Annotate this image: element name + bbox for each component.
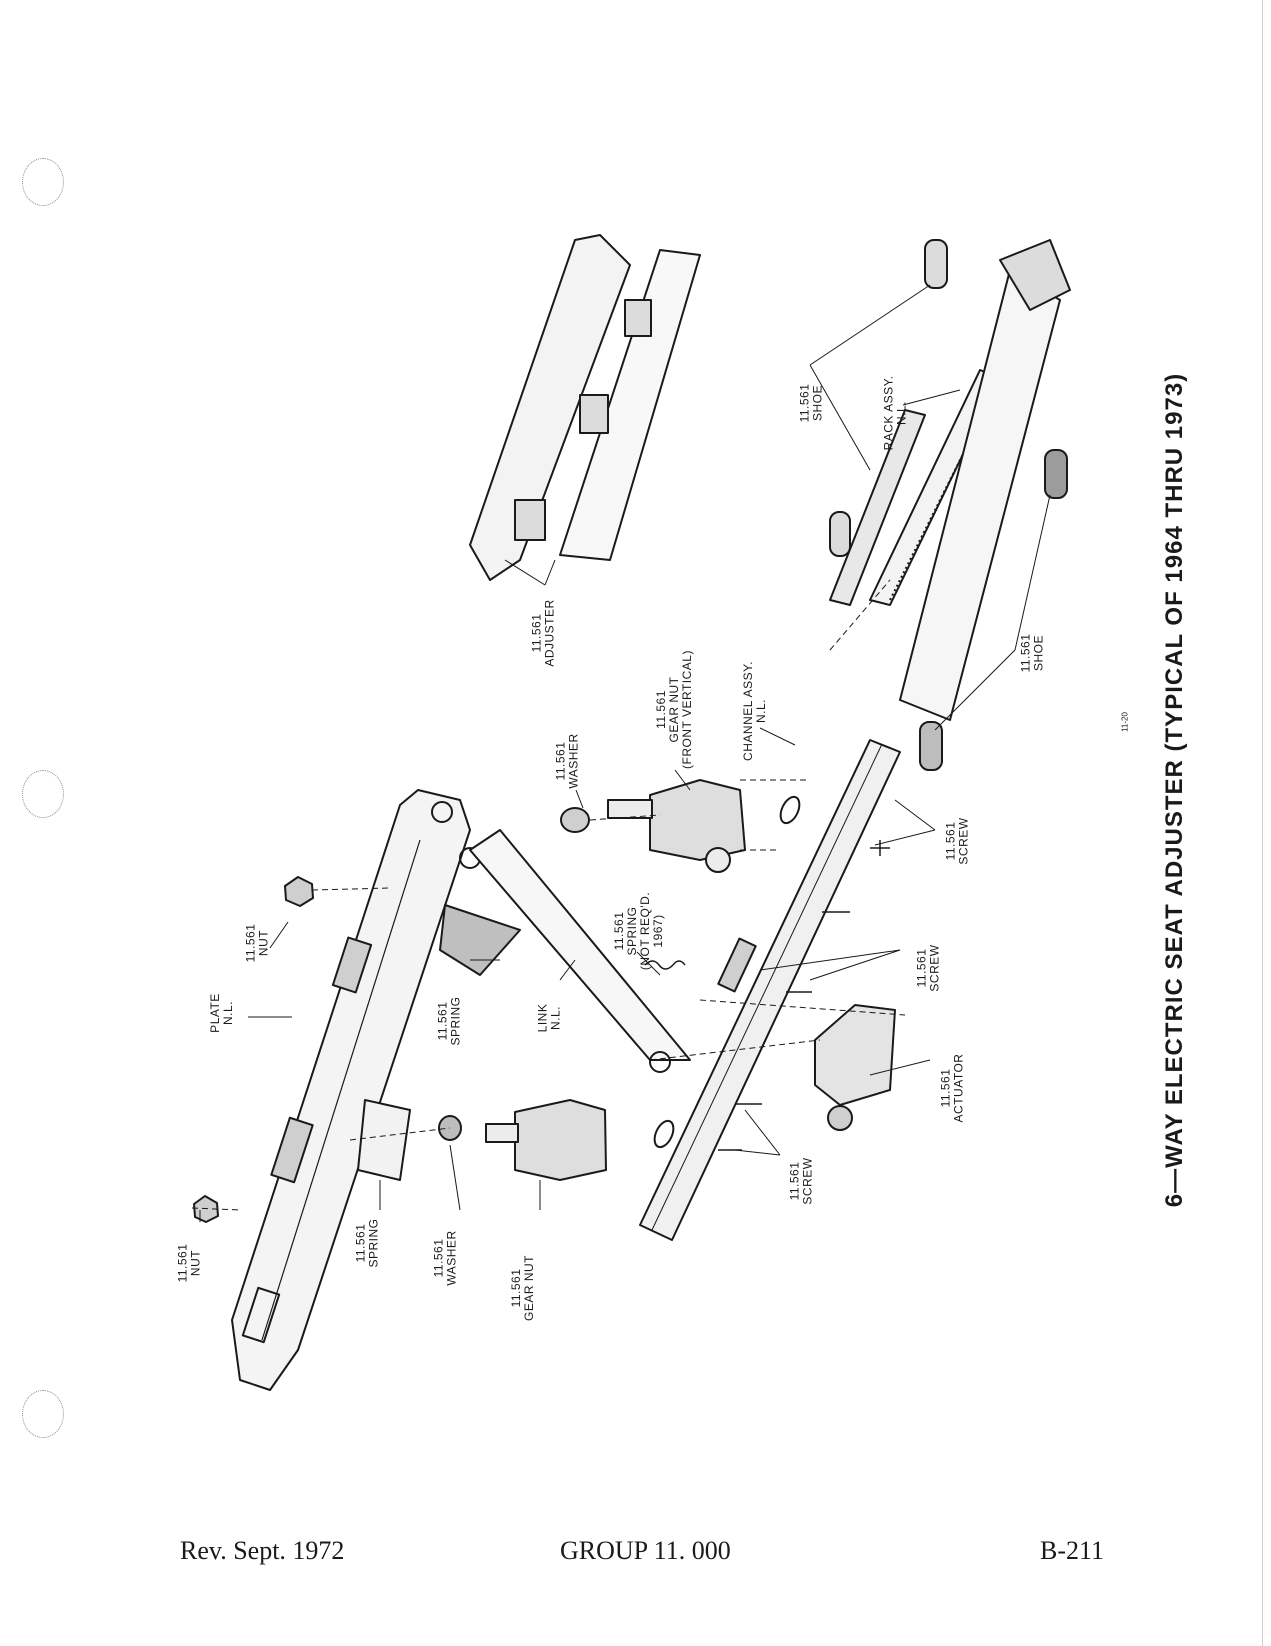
leader-lines (199, 284, 1051, 1222)
footer-revision: Rev. Sept. 1972 (180, 1536, 345, 1565)
label-channel: CHANNEL ASSY.N.L. (740, 661, 768, 761)
nut-upper-drawing (284, 876, 314, 907)
link-drawing (469, 829, 691, 1073)
page-edge-line (1262, 0, 1263, 1646)
coil-spring-drawing (644, 960, 686, 970)
channel-drawing (639, 739, 901, 1241)
shoe-drawings (829, 239, 1068, 771)
explode-lines (191, 579, 906, 1211)
washer-upper-drawing (560, 807, 590, 833)
footer-group: GROUP 11. 000 (560, 1536, 731, 1565)
actuator-drawing (814, 1004, 896, 1131)
plate-drawing (231, 789, 481, 1391)
adjuster-drawing (469, 234, 701, 581)
spring-plate-upper-drawing (439, 904, 521, 976)
spring-plate-lower-drawing (357, 1099, 411, 1181)
gear-nut-front-drawing (607, 779, 746, 873)
rack-drawing (829, 239, 1071, 721)
footer-page-number: B-211 (1040, 1536, 1105, 1565)
figure-code: 11-20 (1120, 712, 1130, 732)
label-rack: RACK ASSY.N.L. (881, 375, 909, 451)
binder-hole-top (22, 158, 64, 206)
binder-hole-middle (22, 770, 64, 818)
gear-nut-lower-drawing (485, 1099, 607, 1181)
binder-hole-bottom (22, 1390, 64, 1438)
figure-title: 6—WAY ELECTRIC SEAT ADJUSTER (TYPICAL OF… (1161, 372, 1188, 1208)
